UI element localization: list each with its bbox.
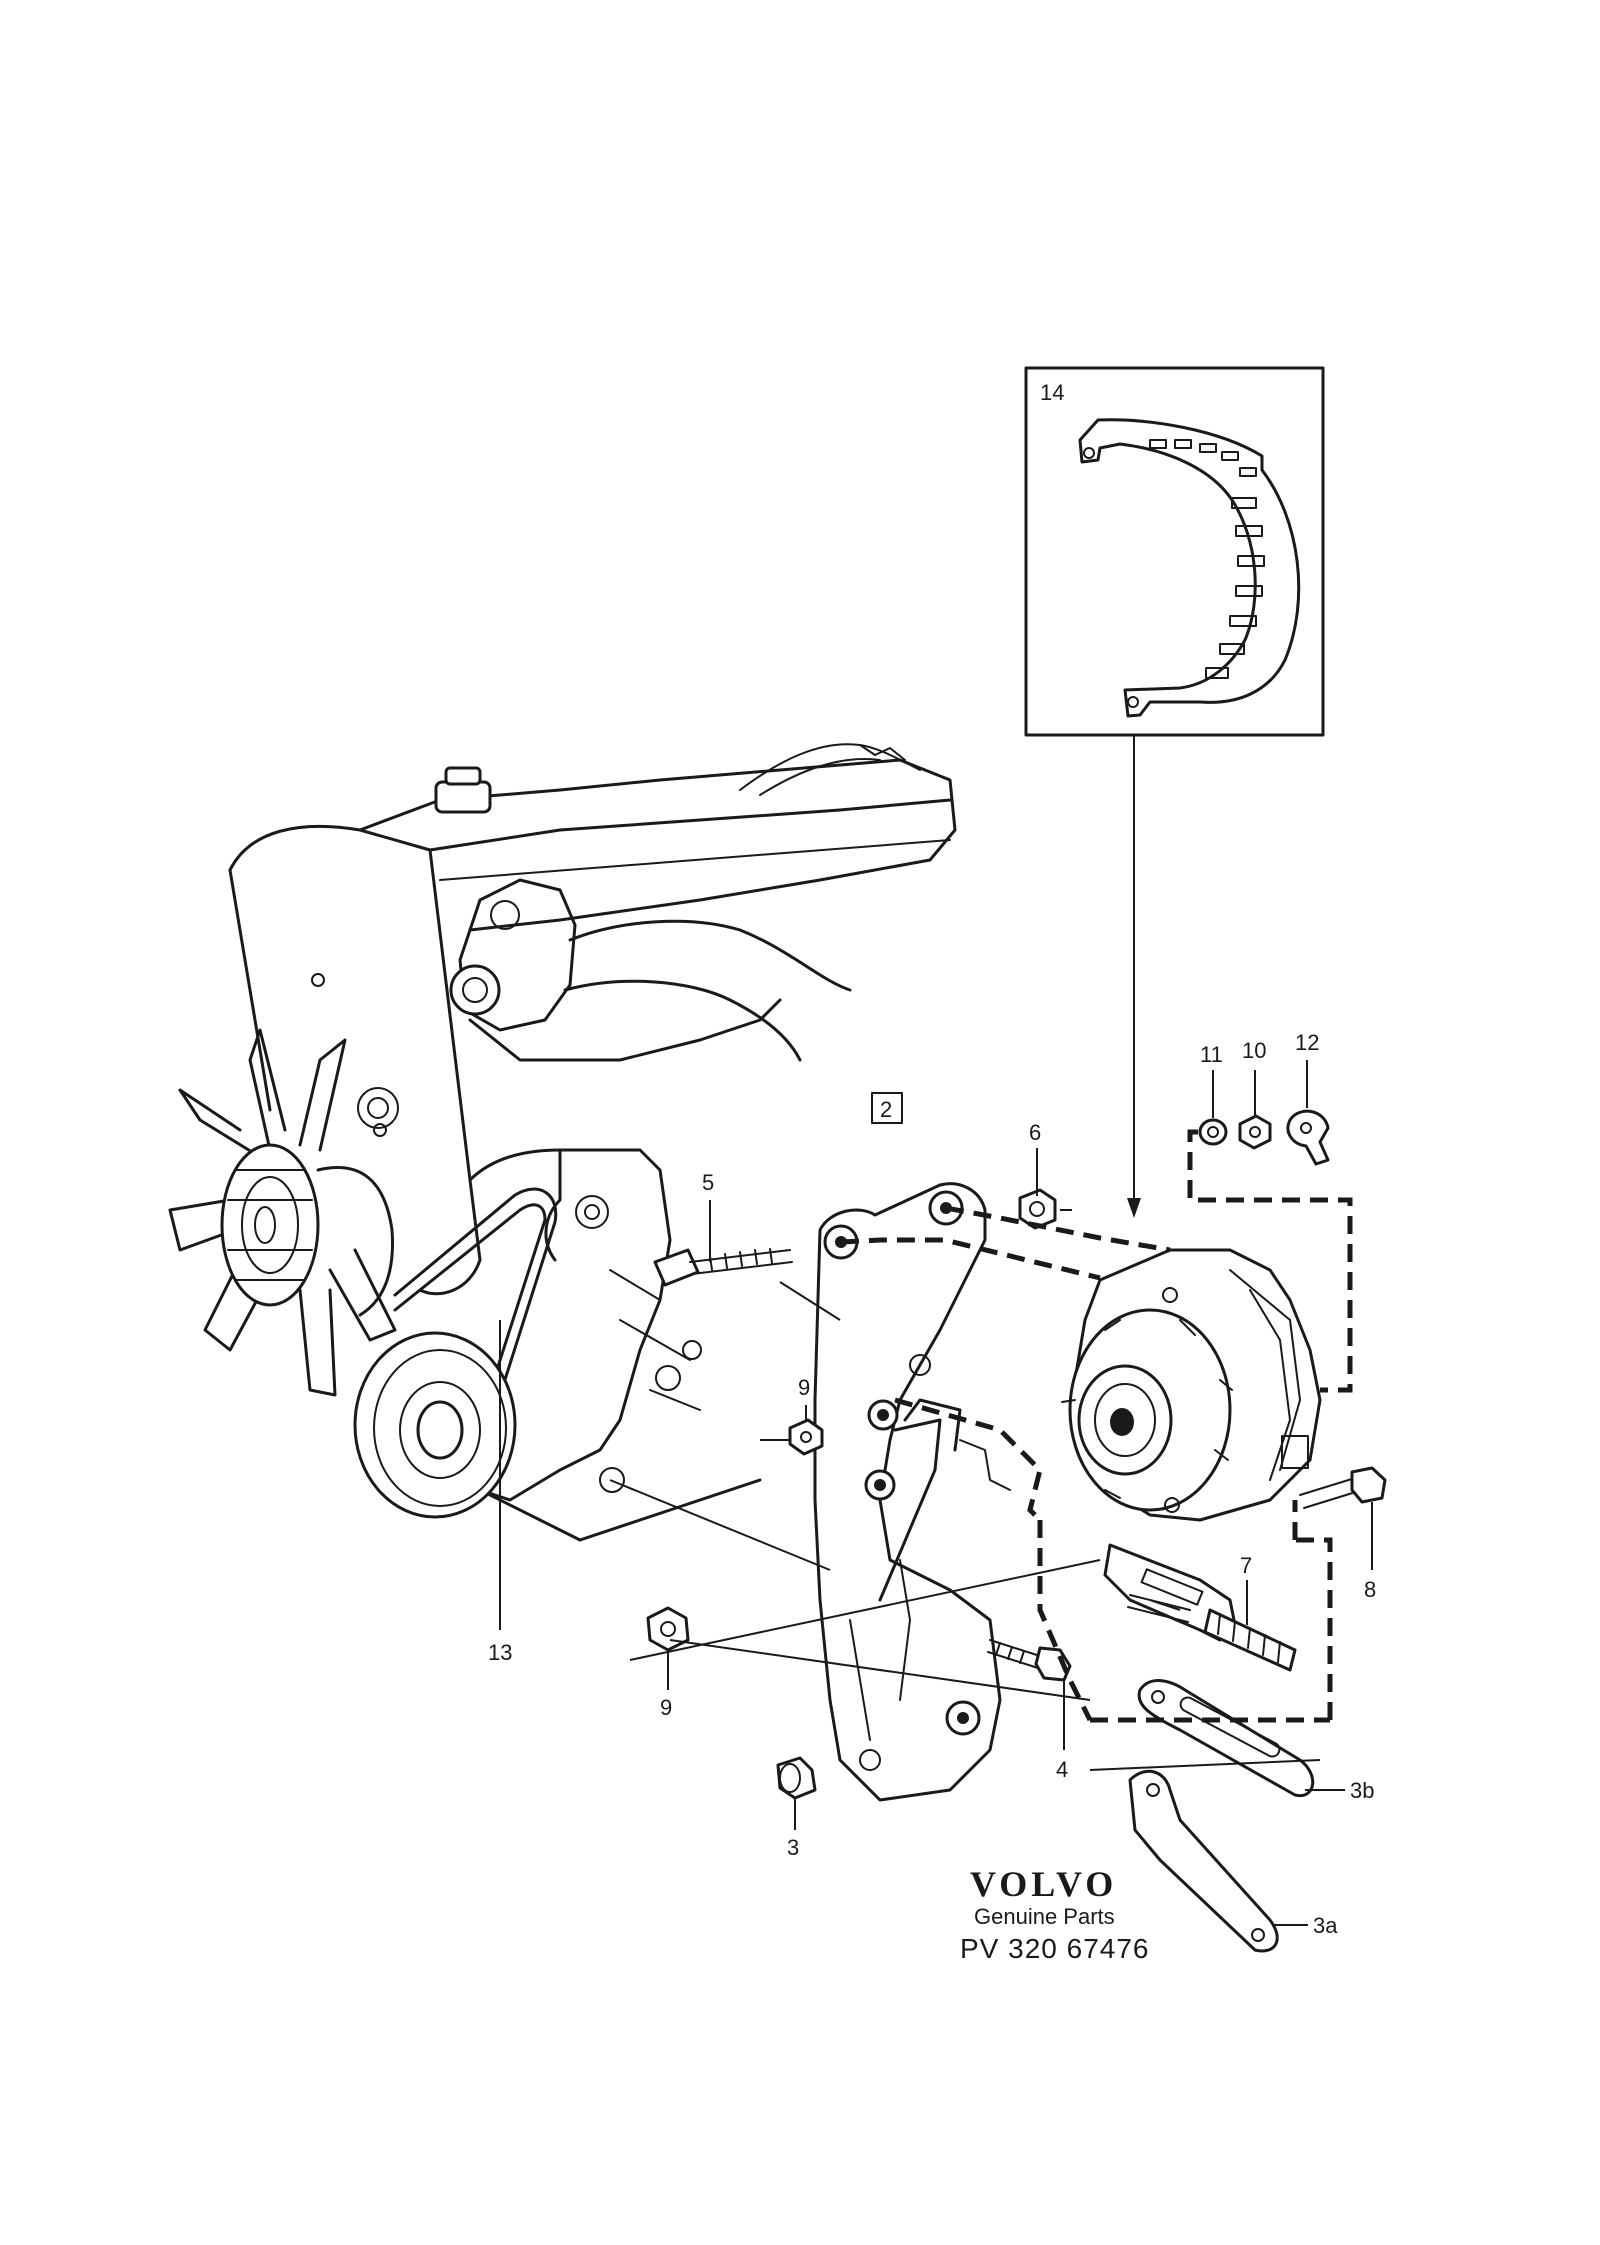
engine-block-illustration	[228, 743, 957, 1542]
adjusting-link-3a-illustration	[1128, 1769, 1279, 1953]
washer-11-illustration	[1198, 1118, 1228, 1146]
brand-block: VOLVO Genuine Parts PV 320 67476	[960, 1864, 1150, 1964]
alternator-shield-illustration	[1078, 418, 1301, 718]
part-14-inset: 14	[1024, 366, 1325, 737]
tension-arm-illustration	[1103, 1543, 1297, 1672]
projection-lines	[609, 1209, 1321, 1771]
fan-illustration	[168, 1028, 397, 1397]
inset-frame	[1024, 366, 1325, 737]
brand-logo: VOLVO	[970, 1864, 1117, 1904]
bolt-4-illustration	[987, 1639, 1072, 1682]
nut-6-illustration	[1018, 1188, 1057, 1230]
assembly-dashed-lines	[840, 1129, 1353, 1723]
label-4: 4	[1056, 1757, 1068, 1782]
label-8: 8	[1364, 1577, 1376, 1602]
brand-tagline: Genuine Parts	[974, 1904, 1115, 1929]
crank-pulley-illustration	[353, 1331, 517, 1519]
label-14: 14	[1040, 380, 1064, 405]
label-10: 10	[1242, 1038, 1266, 1063]
label-2: 2	[880, 1097, 892, 1122]
label-3b: 3b	[1350, 1778, 1374, 1803]
nut-9-upper-illustration	[788, 1418, 824, 1456]
label-6: 6	[1029, 1120, 1041, 1145]
label-7: 7	[1240, 1553, 1252, 1578]
terminal-12-illustration	[1286, 1109, 1330, 1166]
mounting-bracket-illustration	[813, 1182, 1011, 1802]
label-leaders	[499, 1060, 1373, 1926]
nut-9-lower-illustration	[646, 1606, 690, 1652]
bolt-5-illustration	[653, 1248, 793, 1287]
leader-14-arrow	[1127, 1198, 1141, 1218]
part-code: PV 320 67476	[960, 1933, 1150, 1964]
label-9-upper: 9	[798, 1375, 810, 1400]
label-2-box	[871, 1092, 903, 1124]
bush-3-illustration	[776, 1756, 817, 1800]
label-5: 5	[702, 1170, 714, 1195]
label-3a: 3a	[1313, 1913, 1338, 1938]
label-9-lower: 9	[660, 1695, 672, 1720]
nut-10-illustration	[1238, 1114, 1272, 1150]
label-11: 11	[1200, 1042, 1223, 1067]
bolt-8-illustration	[1299, 1466, 1387, 1509]
part-labels: 2 5 6 11 10 12 9 9 13 3 4 7 8 3b 3a	[488, 1030, 1376, 1938]
label-12: 12	[1295, 1030, 1319, 1055]
label-3: 3	[787, 1835, 799, 1860]
alternator-illustration	[1061, 1248, 1322, 1522]
label-13: 13	[488, 1640, 512, 1665]
